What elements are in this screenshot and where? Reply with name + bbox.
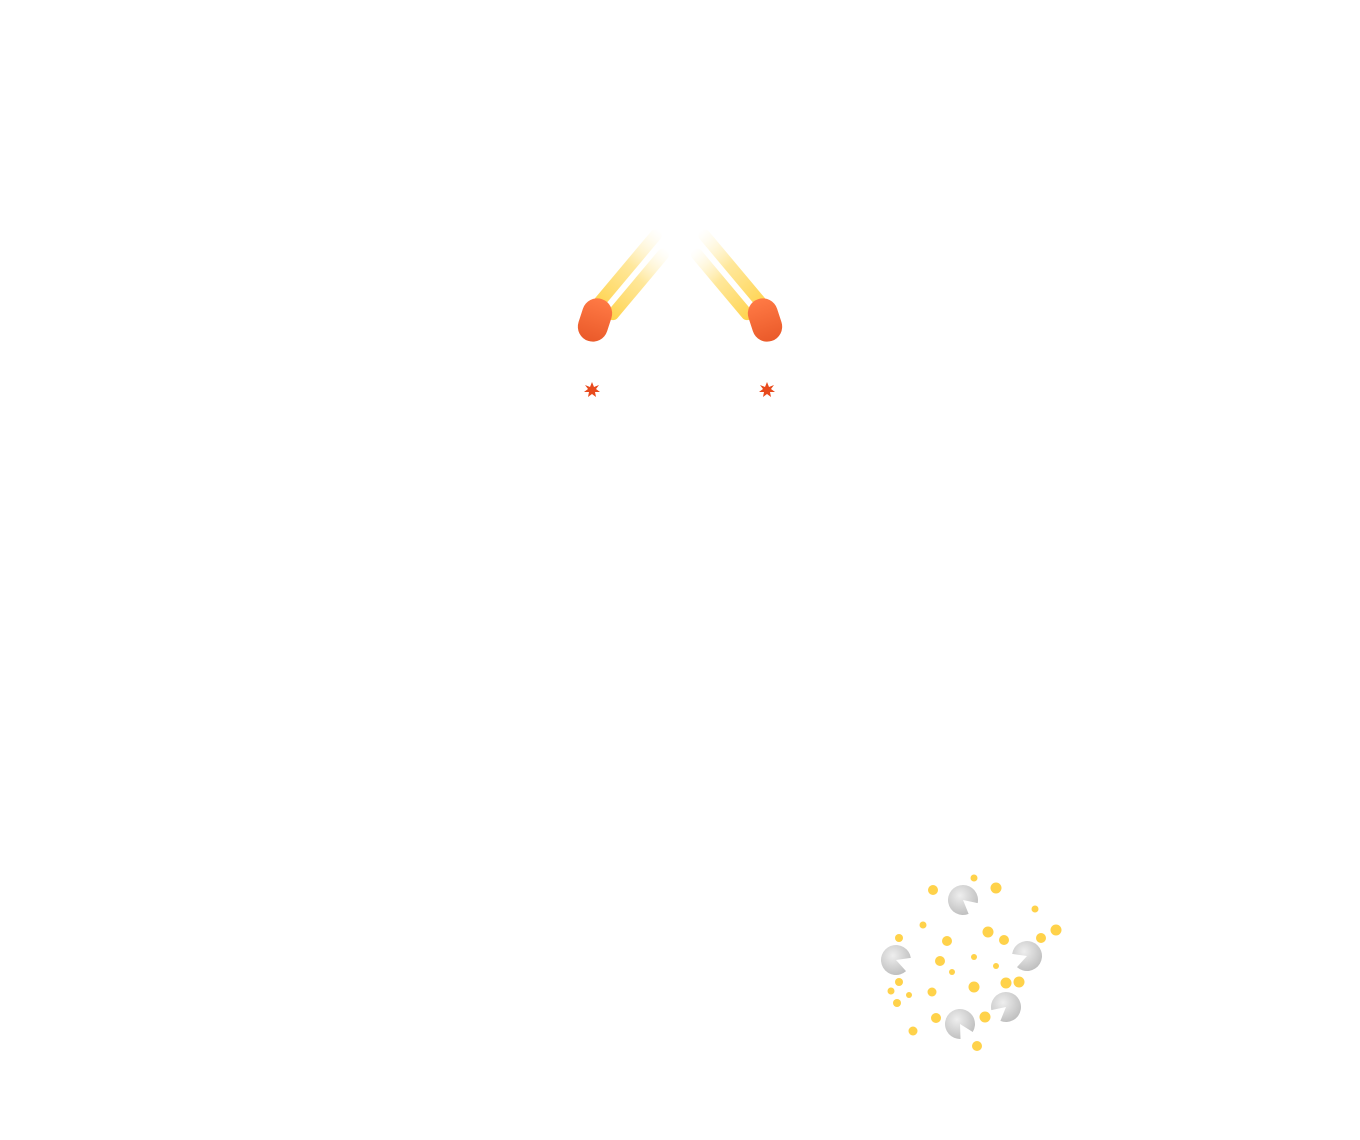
spark-burst-icon	[759, 382, 775, 397]
left-projectile	[577, 229, 670, 342]
debris-particle	[908, 1026, 918, 1036]
debris-particle	[999, 935, 1009, 945]
debris-chunk	[948, 885, 978, 915]
left-spark	[584, 382, 600, 397]
trail-streak	[698, 229, 767, 309]
debris-particle	[935, 956, 945, 966]
debris-particle	[970, 874, 978, 882]
debris-particle	[979, 1011, 991, 1023]
debris-particle	[1050, 924, 1062, 936]
right-projectile	[690, 229, 783, 342]
trail-streak	[593, 229, 662, 309]
rocket-shell-icon	[747, 298, 783, 342]
spark-burst-icon	[584, 382, 600, 397]
debris-particle	[949, 969, 955, 975]
trail-streak	[606, 248, 670, 321]
debris-particle	[1036, 933, 1046, 943]
explosion-debris-icon	[881, 874, 1062, 1051]
debris-particle	[968, 981, 980, 993]
debris-particle	[895, 934, 903, 942]
debris-chunk	[990, 992, 1021, 1022]
rocket-shell-icon	[577, 298, 613, 342]
debris-particle	[919, 921, 927, 929]
debris-particle	[928, 885, 938, 895]
debris-particle	[1000, 977, 1012, 989]
debris-chunk	[1012, 941, 1042, 971]
debris-particle	[906, 992, 912, 998]
debris-particle	[993, 963, 999, 969]
debris-particle	[887, 987, 895, 995]
right-spark	[759, 382, 775, 397]
debris-particle	[893, 999, 901, 1007]
debris-particle	[942, 936, 952, 946]
debris-particle	[971, 954, 977, 960]
debris-chunk	[881, 945, 911, 976]
debris-particle	[982, 926, 994, 938]
debris-particle	[927, 987, 937, 997]
debris-particle	[972, 1041, 982, 1051]
debris-particle	[1031, 905, 1039, 913]
trail-streak	[690, 248, 754, 321]
debris-particle	[895, 978, 903, 986]
debris-particle	[990, 882, 1002, 894]
debris-chunk	[945, 1009, 976, 1039]
right-projectile-trail	[690, 229, 767, 321]
left-projectile-trail	[593, 229, 670, 321]
debris-particle	[931, 1013, 941, 1023]
debris-particle	[1013, 976, 1025, 988]
